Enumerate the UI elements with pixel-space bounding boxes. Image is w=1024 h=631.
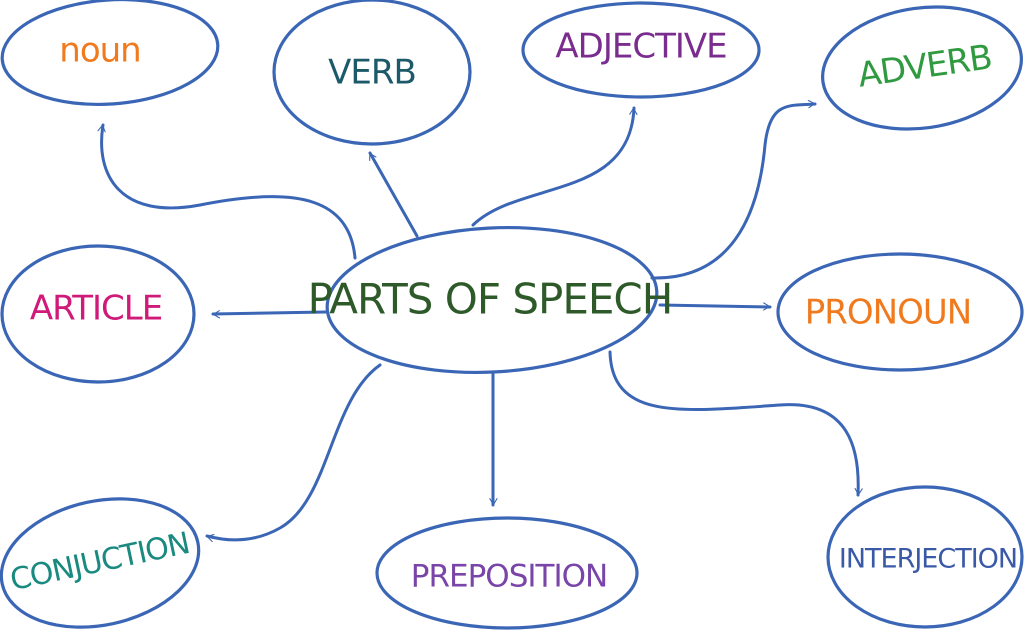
node-adverb [821,5,1023,131]
node-article [0,244,196,384]
node-verb [272,0,472,146]
label-noun: noun [59,31,140,71]
label-verb: VERB [328,53,416,93]
label-article: ARTICLE [30,289,162,329]
center-label: PARTS OF SPEECH [308,275,673,324]
label-adjective: ADJECTIVE [555,27,726,67]
arrow-to-interjection [608,350,863,497]
label-adverb: ADVERB [855,37,994,95]
arrow-to-adjective [471,106,638,227]
label-interjection: INTERJECTION [839,544,1017,575]
center-node [325,225,659,375]
arrow-to-pronoun [658,302,772,311]
label-conjuction: CONJUCTION [7,526,192,598]
node-conjuction [0,497,201,629]
node-noun [0,0,220,107]
arrow-to-conjuction [205,363,382,543]
node-adjective [521,1,761,99]
node-preposition [375,516,639,630]
node-interjection [826,485,1024,629]
arrow-to-verb [368,151,419,238]
label-preposition: PREPOSITION [411,559,607,595]
label-pronoun: PRONOUN [805,293,971,333]
arrow-to-noun [97,123,357,260]
arrow-to-article [211,310,328,319]
arrow-to-adverb [650,99,817,280]
node-pronoun [776,252,1024,372]
